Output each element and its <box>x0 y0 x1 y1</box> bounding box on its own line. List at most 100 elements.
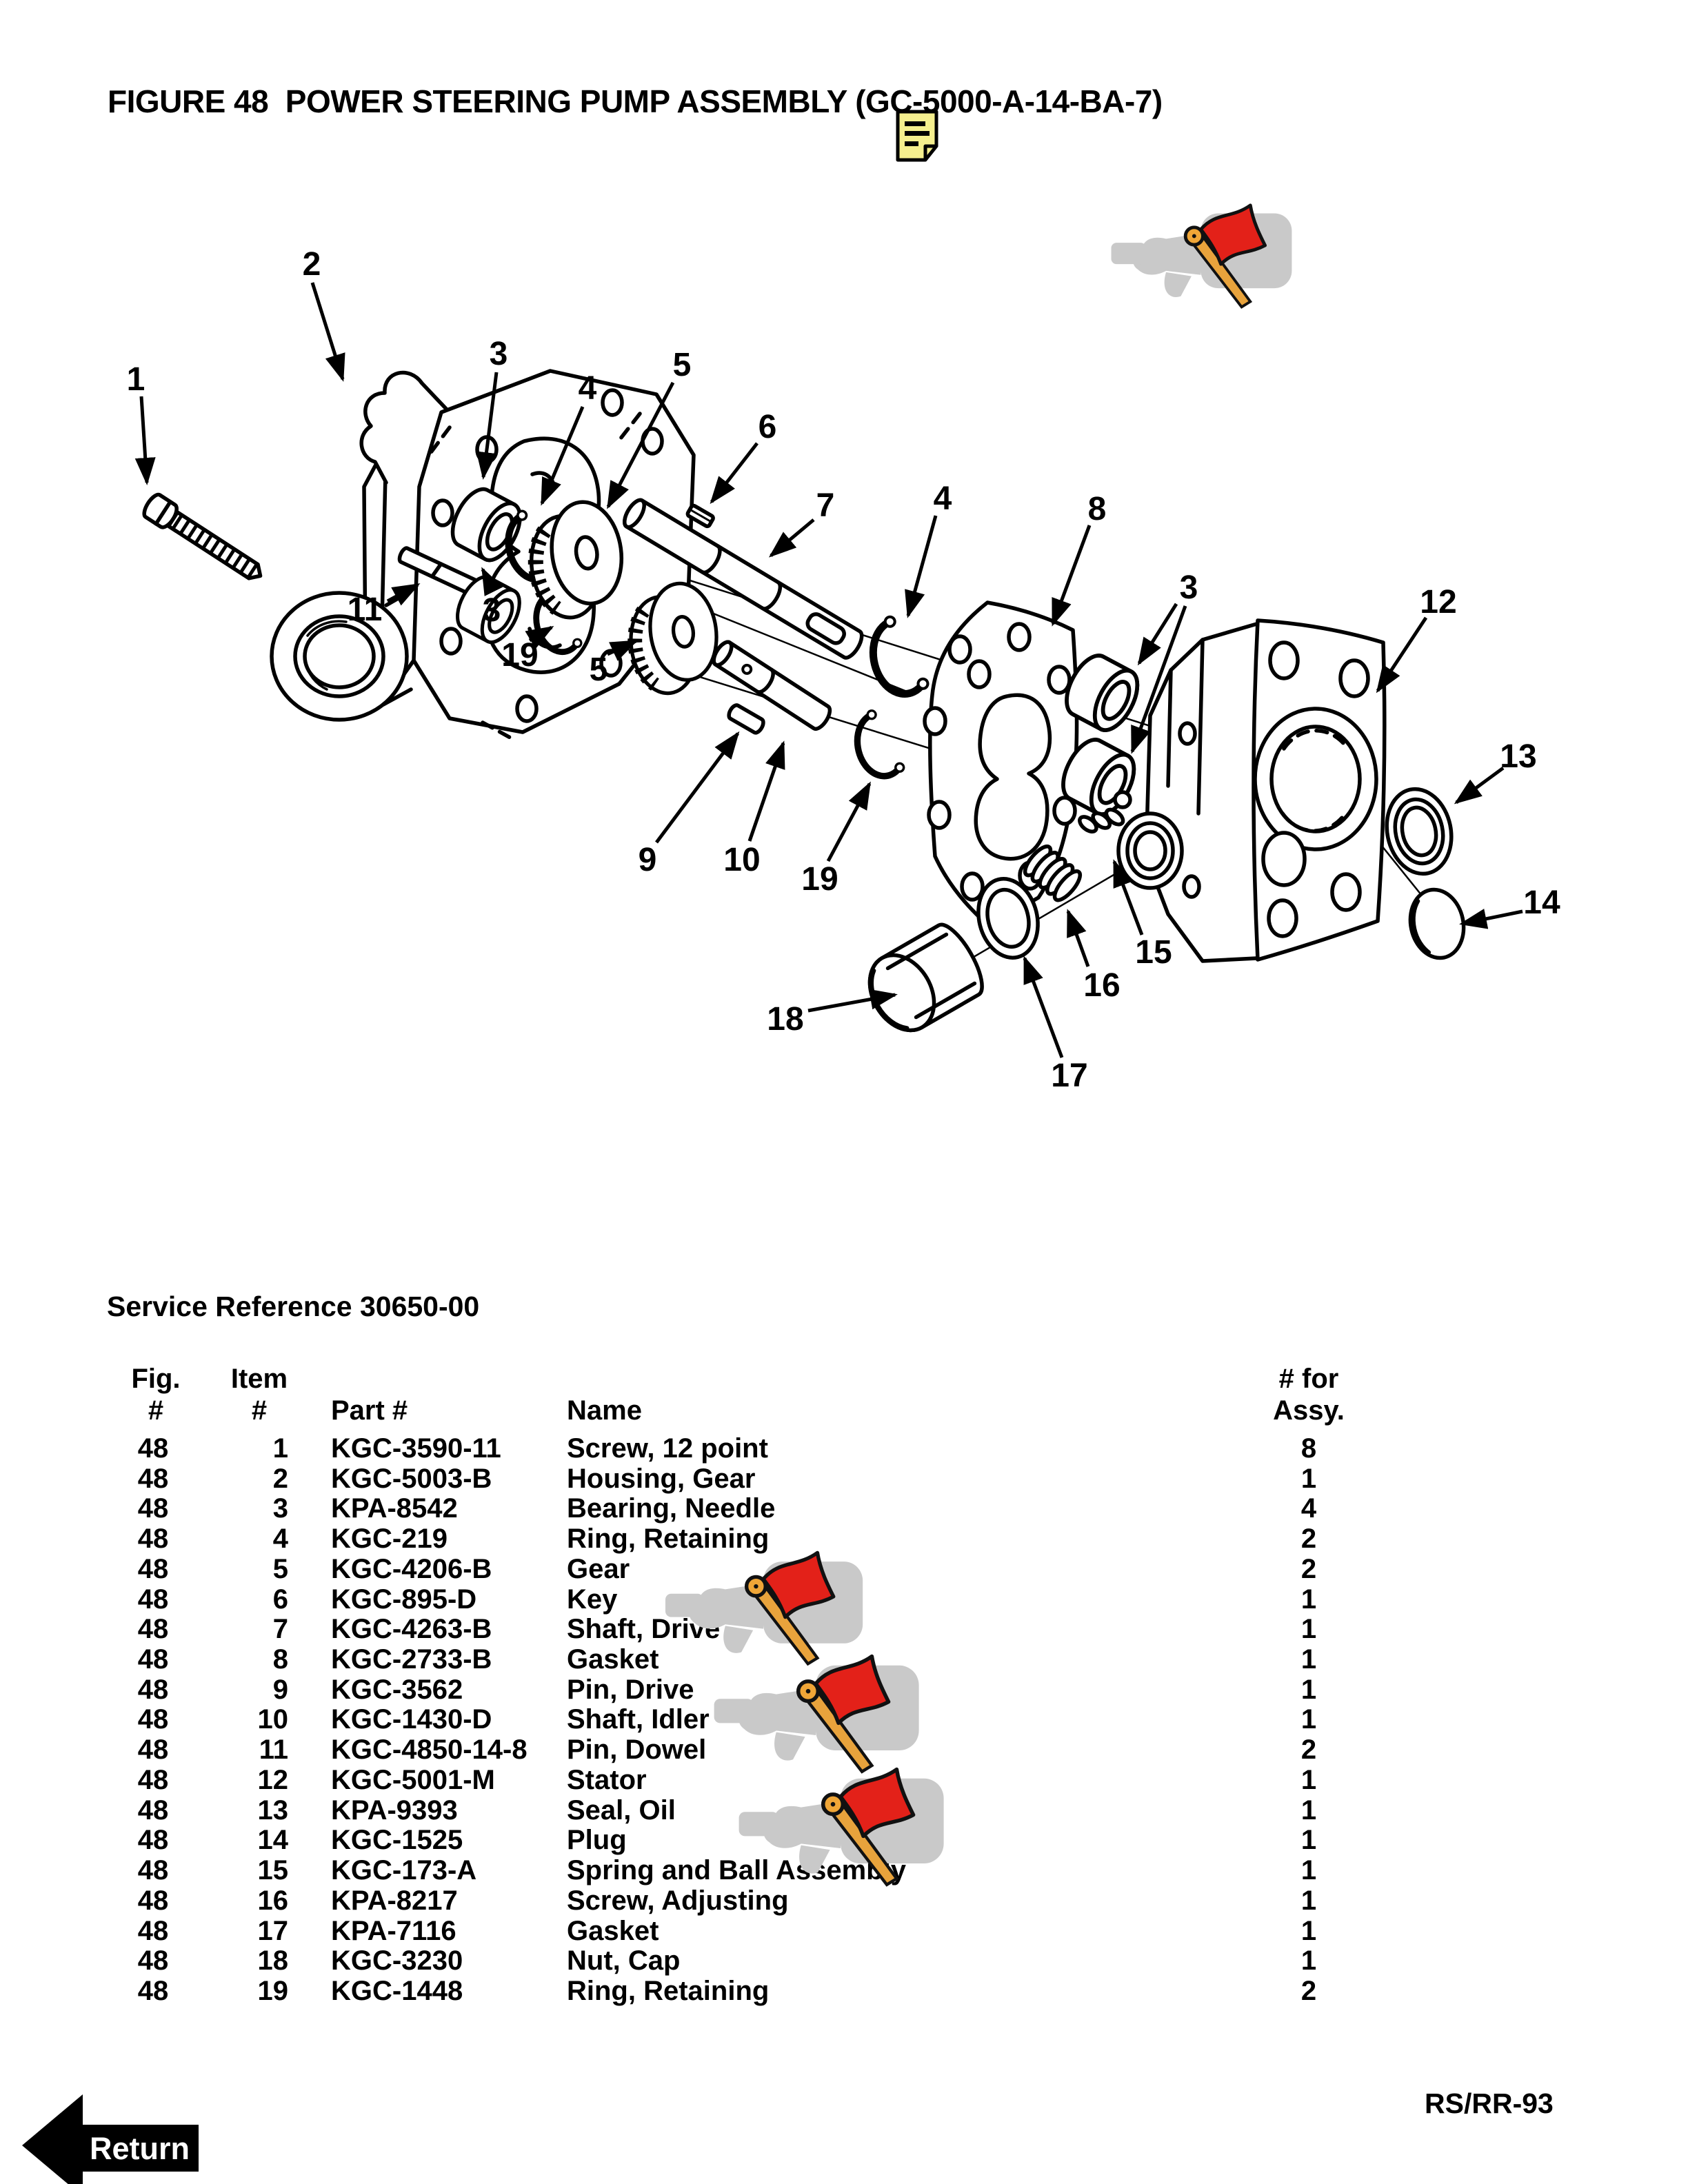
callout-number: 4 <box>579 370 597 407</box>
cell-name: Stator <box>567 1764 647 1795</box>
part-retaining-ring-4 <box>865 612 929 700</box>
part-cap-nut <box>867 922 984 1033</box>
part-retaining-ring-4 <box>500 505 560 585</box>
cell-part: KGC-2733-B <box>331 1644 492 1675</box>
cell-fig: 48 <box>137 1674 169 1705</box>
cell-name: Screw, 12 point <box>567 1433 768 1464</box>
cell-qty: 1 <box>1300 1885 1317 1916</box>
cell-name: Gasket <box>567 1915 659 1946</box>
cell-part: KGC-173-A <box>331 1855 477 1886</box>
cell-part: KPA-8542 <box>331 1493 458 1524</box>
cell-name: Spring and Ball Assembly <box>567 1855 906 1886</box>
callout-leader-arrow <box>525 625 554 649</box>
col-header-fig-hash: # <box>148 1395 164 1426</box>
cell-item: 7 <box>272 1614 288 1645</box>
cell-name: Gear <box>567 1553 630 1584</box>
callout-leader-arrow <box>1066 909 1090 967</box>
callout-leader-arrow <box>606 381 675 509</box>
cell-item: 14 <box>257 1825 289 1856</box>
cell-part: KPA-8217 <box>331 1885 458 1916</box>
cell-part: KPA-7116 <box>331 1915 456 1946</box>
part-gear <box>523 498 630 623</box>
cell-part: KGC-1430-D <box>331 1704 492 1735</box>
part-drive-shaft <box>623 498 864 660</box>
cell-part: KGC-895-D <box>331 1584 477 1615</box>
cell-name: Pin, Dowel <box>567 1735 707 1766</box>
cell-qty: 2 <box>1300 1735 1317 1766</box>
cell-fig: 48 <box>137 1794 169 1826</box>
cell-qty: 1 <box>1300 1794 1317 1826</box>
part-gear-housing <box>270 369 696 740</box>
cell-item: 11 <box>259 1735 288 1766</box>
callout-number: 3 <box>490 336 508 372</box>
callout-leader-arrow <box>1376 616 1428 694</box>
callout-leader-arrow <box>476 372 499 480</box>
callout-number: 15 <box>1135 934 1172 971</box>
cell-qty: 1 <box>1300 1915 1317 1946</box>
red-flag-stamp-icon[interactable] <box>1112 205 1292 307</box>
cell-qty: 1 <box>1300 1764 1317 1795</box>
cell-fig: 48 <box>137 1885 169 1916</box>
callout-number: 8 <box>1088 491 1107 527</box>
part-key <box>685 503 715 529</box>
cell-name: Nut, Cap <box>567 1945 681 1976</box>
callout-number: 10 <box>723 842 760 878</box>
part-spring-ball <box>1078 790 1132 833</box>
cell-fig: 48 <box>137 1975 169 2006</box>
cell-name: Key <box>567 1584 618 1615</box>
cell-qty: 1 <box>1300 1644 1317 1675</box>
callout-number: 5 <box>673 347 692 383</box>
callout-leader-arrow <box>1023 956 1064 1058</box>
callout-leader-arrow <box>481 567 503 596</box>
cell-item: 10 <box>257 1704 289 1735</box>
cell-fig: 48 <box>137 1825 169 1856</box>
callout-number: 17 <box>1051 1058 1087 1094</box>
part-dowel-pin <box>397 546 482 598</box>
part-drive-pin <box>727 703 765 735</box>
callout-leader-arrow <box>386 583 421 606</box>
cell-fig: 48 <box>137 1945 169 1976</box>
callout-leader-arrow <box>807 989 898 1013</box>
cell-item: 13 <box>257 1794 289 1826</box>
page-title: FIGURE 48 POWER STEERING PUMP ASSEMBLY (… <box>108 83 1163 119</box>
part-stator-cover <box>1116 618 1387 963</box>
callout-leader-arrow <box>1112 859 1144 936</box>
cell-fig: 48 <box>137 1614 169 1645</box>
cell-part: KGC-219 <box>331 1524 448 1555</box>
col-header-part: Part # <box>331 1395 408 1426</box>
axis-lines <box>448 505 1445 986</box>
callout-leader-arrow <box>826 781 872 862</box>
col-header-item: Item <box>230 1364 288 1394</box>
col-header-qty-line1: # for <box>1278 1364 1339 1394</box>
cell-item: 16 <box>257 1885 289 1916</box>
cell-part: KGC-5001-M <box>331 1764 495 1795</box>
callout-number: 11 <box>348 592 383 628</box>
callout-leader-arrow <box>310 282 345 382</box>
callout-number: 18 <box>767 1001 803 1038</box>
cell-fig: 48 <box>137 1644 169 1675</box>
callout-number: 3 <box>483 592 501 629</box>
cell-fig: 48 <box>137 1433 169 1464</box>
return-button[interactable]: Return <box>12 2083 205 2184</box>
callout-leader-arrow <box>1459 909 1523 929</box>
part-needle-bearing <box>444 483 528 567</box>
cell-item: 8 <box>272 1644 288 1675</box>
callout-leader-arrow <box>768 518 815 558</box>
cell-part: KGC-3590-11 <box>331 1433 501 1464</box>
part-oil-seal <box>1385 787 1454 876</box>
cell-qty: 1 <box>1300 1614 1317 1645</box>
cell-qty: 1 <box>1300 1704 1317 1735</box>
